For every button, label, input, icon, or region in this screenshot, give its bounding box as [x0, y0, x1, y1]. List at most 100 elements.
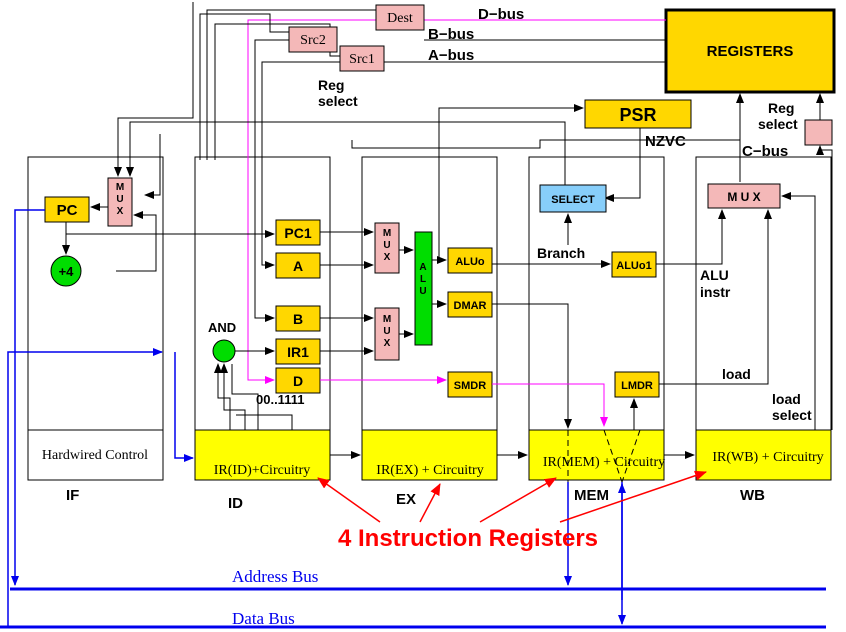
load-select-label-1: load — [772, 391, 801, 407]
address-bus-label: Address Bus — [232, 567, 318, 586]
ir-mem-label: IR(MEM) + Circuitry — [543, 455, 665, 470]
callout-arrow-ex — [419, 483, 441, 523]
load-label: load — [722, 366, 751, 382]
reg-select-left-2: select — [318, 93, 358, 109]
ir1-box — [275, 338, 321, 365]
src1-label: Src1 — [349, 52, 375, 67]
pc-label: PC — [57, 202, 78, 219]
b-label: B — [293, 311, 303, 327]
aluo-label: ALUo — [455, 256, 485, 268]
dest-label: Dest — [387, 11, 413, 26]
data-bus-to-ir-wire — [7, 348, 163, 628]
callout-arrow-wb — [559, 470, 707, 523]
dest-box — [375, 4, 425, 31]
ir-mem-box — [528, 429, 665, 481]
stage-label-mem: MEM — [574, 487, 609, 504]
dmar-label: DMAR — [454, 300, 487, 312]
pc-address-wire — [11, 209, 45, 586]
ir-wb-box — [695, 429, 832, 481]
aluo1-to-wbmux-wire — [656, 209, 726, 265]
a-box — [275, 252, 321, 279]
a-label: A — [293, 258, 303, 274]
b-bus-label: B−bus — [428, 26, 474, 43]
ir-id-box — [194, 429, 331, 481]
lmdr-label: LMDR — [621, 380, 653, 392]
dmar-to-bus-wire — [492, 303, 572, 429]
const-label: 00..1111 — [256, 392, 304, 407]
aluo-box — [447, 247, 493, 274]
a-bus-label: A−bus — [428, 47, 474, 64]
d-box — [275, 367, 321, 394]
psr-label: PSR — [619, 105, 656, 125]
ir-id-to-and-3 — [231, 364, 259, 430]
stage-label-id: ID — [228, 495, 243, 512]
plus4-adder — [50, 255, 82, 287]
ir-id-to-and-2 — [220, 363, 246, 430]
c-bus-label: C−bus — [742, 143, 788, 160]
wb-mux-top-feed — [351, 139, 740, 149]
b-bus-route — [254, 39, 289, 322]
ir-id-label: IR(ID)+Circuitry — [214, 463, 311, 478]
lmdr-box — [614, 371, 660, 398]
alu-instr-label-1: ALU — [700, 267, 729, 283]
ir-ex-label: IR(EX) + Circuitry — [376, 463, 483, 478]
ex-mux2-box — [374, 307, 400, 361]
stage-label-ex: EX — [396, 491, 416, 508]
alu-instr-label-2: instr — [700, 284, 731, 300]
lmdr-to-wbmux-wire — [659, 209, 772, 385]
hardwired-control-label: Hardwired Control — [42, 448, 148, 463]
reg-select-right-2: select — [758, 116, 798, 132]
src1-box — [339, 45, 385, 72]
d-label: D — [293, 373, 303, 389]
data-bus-label: Data Bus — [232, 609, 295, 628]
reg-select-in-wire — [816, 145, 833, 430]
smdr-box — [447, 371, 493, 398]
src1-select-wire — [214, 23, 340, 160]
alu-box — [414, 231, 433, 346]
src2-box — [288, 26, 338, 53]
instruction-registers-label: 4 Instruction Registers — [338, 525, 598, 552]
reg-select-box — [804, 119, 833, 146]
stage-label-if: IF — [66, 487, 79, 504]
d-bus-route — [247, 19, 376, 384]
ir-id-feed-wire — [174, 352, 194, 462]
registers-file — [664, 8, 836, 94]
alu-to-psr-wire — [438, 104, 584, 258]
pc1-label: PC1 — [284, 225, 311, 241]
ir-id-up-wire — [236, 414, 293, 430]
if-mux-box — [107, 177, 133, 227]
load-select-label-2: select — [772, 407, 812, 423]
and-label: AND — [208, 320, 236, 335]
ir1-label: IR1 — [287, 344, 309, 360]
psr-to-select-wire — [604, 128, 641, 202]
ex-mux1-box — [374, 222, 400, 274]
aluo1-label: ALUo1 — [616, 260, 651, 272]
select-box — [539, 184, 607, 213]
ir-ex-box — [361, 429, 498, 481]
nzvc-label: NZVC — [645, 133, 686, 150]
and-gate — [212, 339, 236, 363]
wb-mux-label: M U X — [727, 190, 760, 204]
aluo1-box — [611, 251, 657, 278]
src2-select-wire — [199, 13, 289, 160]
stage-label-wb: WB — [740, 487, 765, 504]
callout-arrow-mem — [479, 477, 557, 523]
branch-target-wire — [144, 134, 161, 199]
if-mux-top-feed — [114, 2, 194, 177]
mem-data-dash-1 — [603, 429, 623, 483]
reg-select-right-1: Reg — [768, 100, 794, 116]
a-bus-route — [261, 61, 340, 269]
pc-box — [44, 196, 90, 223]
adder-to-mux-wire — [116, 211, 157, 272]
select-label: SELECT — [551, 194, 595, 206]
d-bus-label: D−bus — [478, 6, 524, 23]
dmar-box — [447, 291, 493, 318]
registers-label: REGISTERS — [707, 43, 794, 60]
select-feedback-wire — [126, 121, 566, 185]
ir-wb-label: IR(WB) + Circuitry — [712, 450, 823, 465]
hardwired-control-box — [27, 429, 164, 481]
